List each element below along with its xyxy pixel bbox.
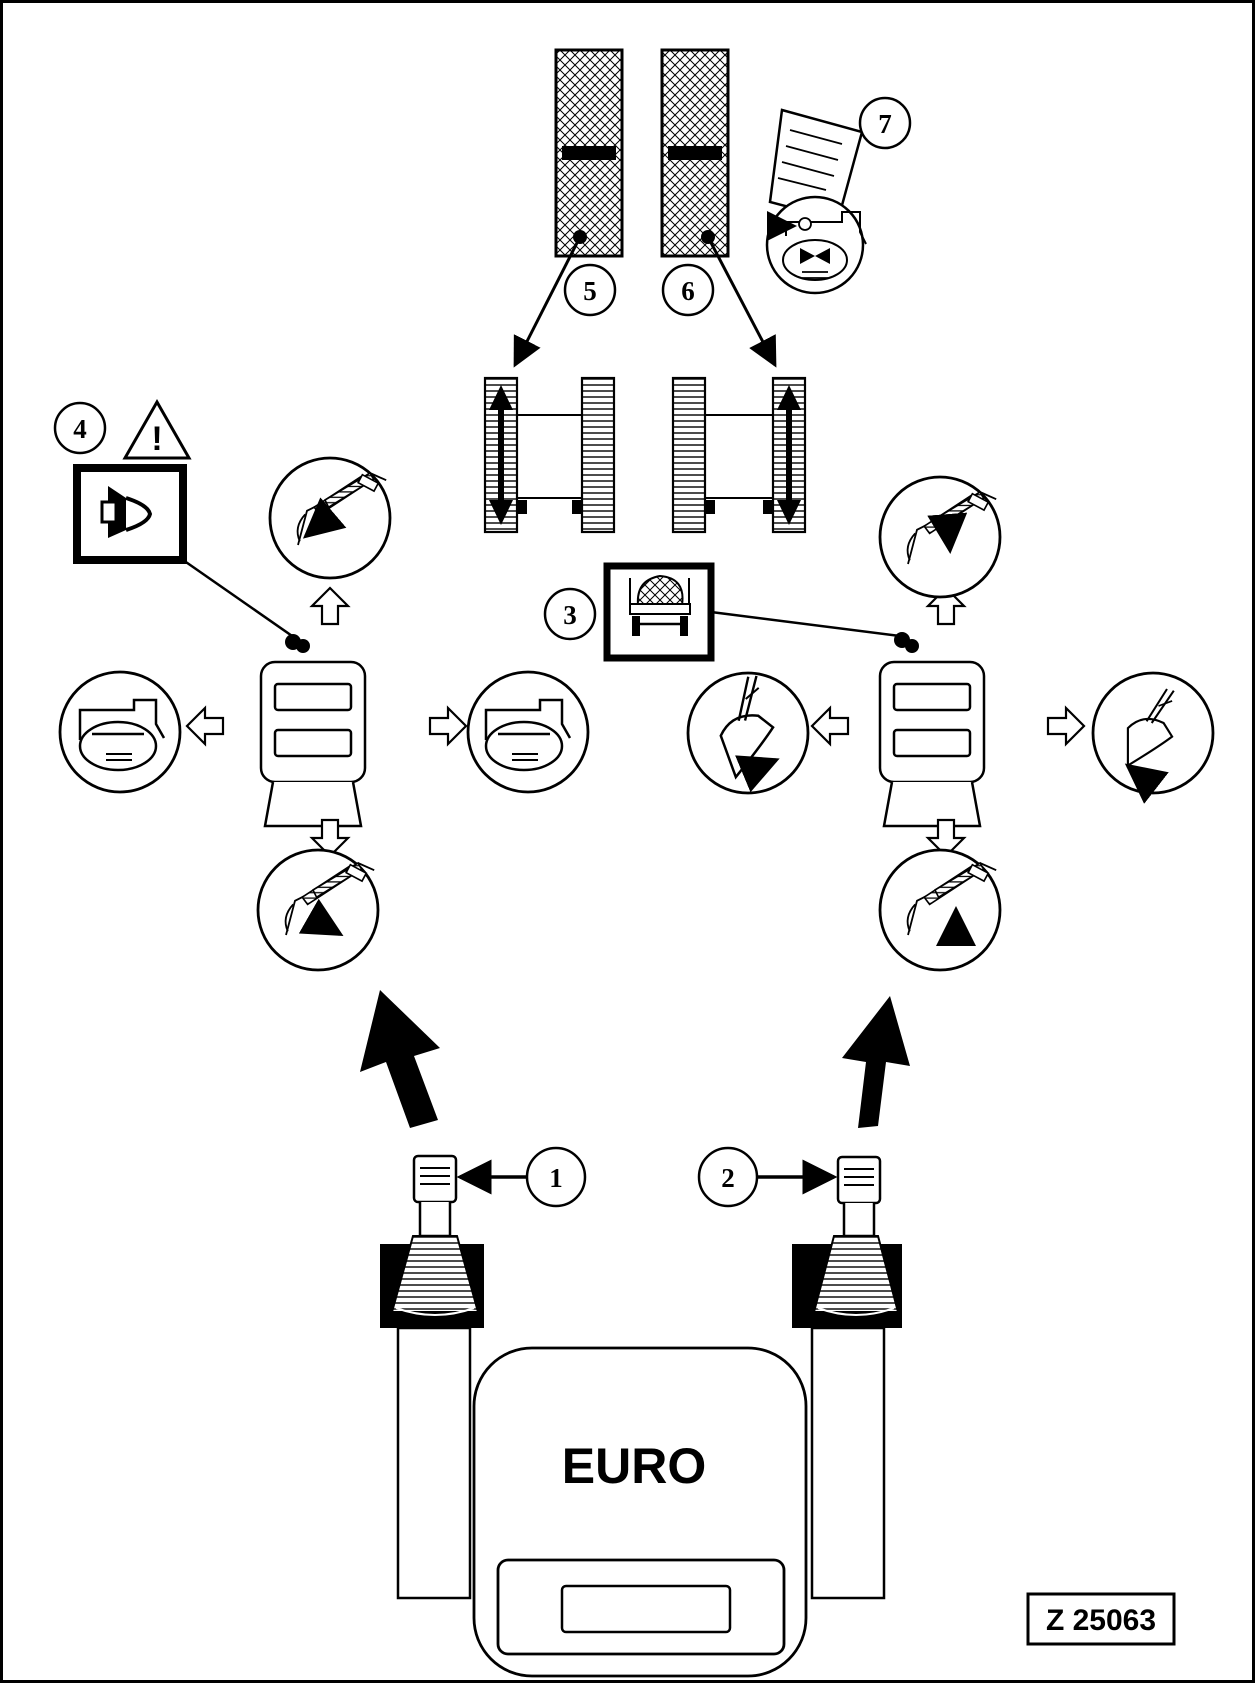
svg-text:6: 6 [681, 276, 695, 306]
ride-control-icon [603, 562, 715, 662]
figure-reference: Z 25063 [1026, 1592, 1176, 1646]
left-control-pattern [58, 456, 590, 972]
operator-manual-icon [765, 108, 867, 295]
leader-arrow-right-track [706, 236, 777, 368]
svg-text:2: 2 [721, 1163, 735, 1193]
warning-triangle-icon: ! [122, 398, 192, 460]
track-icon [483, 376, 807, 534]
leader-horn-to-joystick [182, 558, 296, 640]
callout-5: 5 [563, 263, 617, 317]
leader-ride-control-to-joystick [710, 610, 901, 638]
svg-text:5: 5 [583, 276, 597, 306]
big-arrow-left [360, 990, 440, 1128]
swing-icon [466, 670, 590, 794]
svg-text:7: 7 [878, 109, 892, 139]
svg-text:Z 25063: Z 25063 [1046, 1604, 1156, 1637]
svg-text:1: 1 [549, 1163, 563, 1193]
callout-6: 6 [661, 263, 715, 317]
operator-seat: EURO [472, 1346, 808, 1678]
right-control-pattern [686, 475, 1215, 972]
callout-7: 7 [858, 96, 912, 150]
track-pedal-right [660, 48, 730, 258]
svg-text:!: ! [151, 420, 162, 458]
joystick-right [792, 1155, 902, 1600]
callout-1: 1 [525, 1146, 587, 1208]
svg-text:4: 4 [73, 414, 87, 444]
seat-label: EURO [562, 1438, 706, 1494]
leader-arrow-left-track [513, 236, 582, 368]
callout-2: 2 [697, 1146, 759, 1208]
joystick-left [380, 1154, 484, 1600]
horn-icon [73, 464, 187, 564]
svg-text:3: 3 [563, 600, 577, 630]
track-pedal-left [554, 48, 624, 258]
big-arrow-right [842, 996, 910, 1128]
callout-4: 4 [53, 401, 107, 455]
callout-3: 3 [543, 587, 597, 641]
